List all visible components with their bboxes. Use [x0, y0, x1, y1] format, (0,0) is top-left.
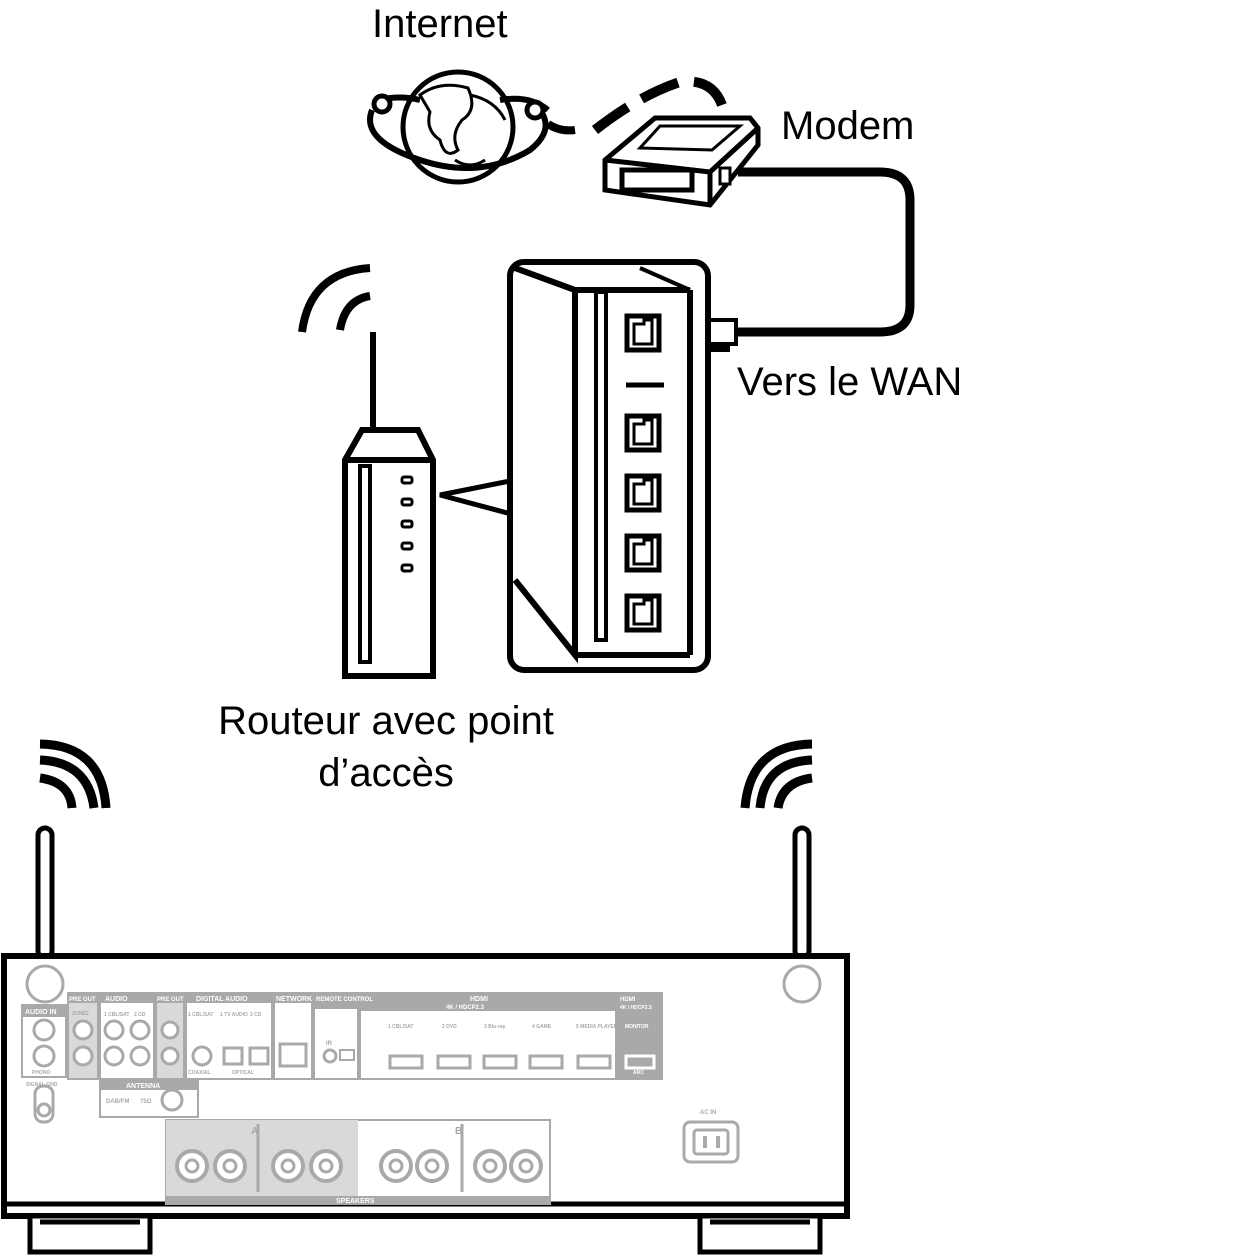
- receiver-wifi-left-icon: [39, 739, 111, 809]
- panel-optical-label: OPTICAL: [232, 1070, 254, 1076]
- ethernet-ports: [624, 313, 662, 633]
- panel-phono-label: PHONO: [32, 1070, 50, 1076]
- callout-pointer: [439, 476, 518, 519]
- panel-zone-b-label: B: [455, 1126, 462, 1137]
- panel-cd-label: 2 CD: [134, 1012, 146, 1018]
- lan-port-icon: [624, 533, 662, 573]
- panel-monitor-label: MONITOR: [625, 1024, 649, 1030]
- router-detail-panel: [507, 259, 711, 673]
- panel-cd-opt-label: 2 CD: [250, 1012, 262, 1018]
- panel-dab-fm-label: DAB/FM: [106, 1099, 129, 1105]
- panel-pre-out-label: PRE OUT: [69, 997, 96, 1003]
- wan-port-icon: [624, 313, 662, 353]
- panel-arc-label: ARC: [633, 1070, 644, 1076]
- panel-digital-audio-label: DIGITAL AUDIO: [196, 996, 248, 1003]
- panel-ohm-label: 75Ω: [140, 1099, 152, 1105]
- panel-pre-out-sub-label: PRE OUT: [157, 997, 184, 1003]
- panel-hdmi-in2-label: 2 DVD: [442, 1024, 457, 1030]
- panel-speakers-label: SPEAKERS: [336, 1198, 375, 1205]
- panel-remote-label: REMOTE CONTROL: [316, 997, 373, 1003]
- lan-port-icon: [624, 413, 662, 453]
- wan-cable: [735, 167, 915, 337]
- wifi-waves-icon: [298, 264, 371, 333]
- panel-coaxial-label: COAXIAL: [188, 1070, 211, 1076]
- modem-icon: [602, 115, 761, 208]
- panel-hdmi-in3-label: 3 Blu-ray: [484, 1024, 506, 1030]
- panel-cbl-sat-label: 1 CBL/SAT: [104, 1012, 129, 1018]
- panel-hdmi-out-label: HDMI: [620, 997, 636, 1003]
- panel-antenna-label: ANTENNA: [126, 1083, 160, 1090]
- internet-label: Internet: [372, 2, 508, 46]
- modem-label: Modem: [781, 104, 915, 148]
- panel-zone2-label: ZONE2: [72, 1011, 89, 1017]
- panel-signal-gnd-label: SIGNAL GND: [26, 1082, 58, 1088]
- panel-hdmi-in1-label: 1 CBL/SAT: [388, 1024, 413, 1030]
- panel-zone-a-label: A: [251, 1126, 258, 1137]
- panel-hdmi-in4-label: 4 GAME: [532, 1024, 552, 1030]
- panel-coaxial-top-label: 1 CBL/SAT: [188, 1012, 213, 1018]
- receiver-wifi-right-icon: [740, 739, 813, 809]
- panel-tv-audio-label: 1 TV AUDIO: [220, 1012, 248, 1018]
- panel-network-label: NETWORK: [276, 996, 312, 1003]
- internet-link-dashed: [545, 120, 576, 135]
- lan-port-icon: [624, 473, 662, 513]
- internet-link-dashed-2: [591, 76, 727, 134]
- router-icon: [342, 332, 436, 679]
- panel-audio-label: AUDIO: [105, 996, 128, 1003]
- panel-ac-in-label: AC IN: [700, 1110, 716, 1116]
- panel-audio-in-label: AUDIO IN: [25, 1009, 57, 1016]
- lan-port-icon: [624, 593, 662, 633]
- wan-label: Vers le WAN: [737, 360, 963, 404]
- router-label-line2: d’accès: [318, 751, 454, 795]
- av-receiver-body: [1, 825, 850, 1255]
- panel-ir-label: IR: [326, 1041, 333, 1047]
- panel-hdcp-label: 4K / HDCP2.3: [446, 1005, 485, 1011]
- receiver-rear-panel: AUDIO IN PRE OUT ZONE2 AUDIO 1 CBL/SAT 2…: [21, 992, 740, 1205]
- panel-hdmi-in5-label: 5 MEDIA PLAYER: [576, 1024, 618, 1030]
- panel-hdmi-out-hdcp-label: 4K / HDCP2.3: [620, 1005, 652, 1011]
- router-label-line1: Routeur avec point: [218, 699, 554, 743]
- panel-hdmi-label: HDMI: [470, 996, 488, 1003]
- globe-icon: [367, 69, 550, 185]
